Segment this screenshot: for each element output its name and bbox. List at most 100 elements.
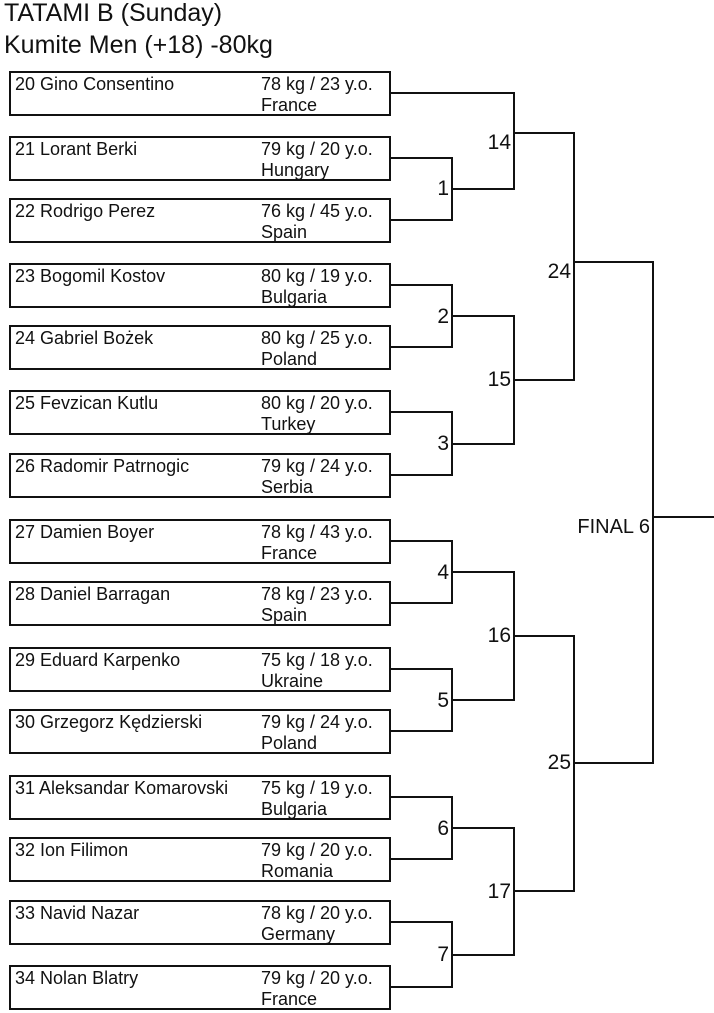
competitor-name: Gabriel Bożek	[40, 328, 154, 348]
page-title: TATAMI B (Sunday)	[4, 0, 223, 27]
competitor-country: Poland	[261, 733, 318, 753]
competitor-seed: 26	[15, 456, 36, 476]
competitor-weight-age: 78 kg / 23 y.o.	[261, 74, 373, 94]
bracket-connector	[513, 890, 575, 892]
bracket-connector	[513, 635, 575, 637]
competitor-weight-age: 79 kg / 20 y.o.	[261, 840, 373, 860]
competitor-name: Damien Boyer	[40, 522, 155, 542]
competitor-name: Nolan Blatry	[40, 968, 139, 988]
competitor-seed: 27	[15, 522, 36, 542]
bracket-connector	[390, 668, 453, 670]
competitor-box-26: 26 Radomir Patrnogic 79 kg / 24 y.o. Ser…	[9, 453, 391, 498]
match-label-14: 14	[487, 131, 511, 154]
competitor-box-32: 32 Ion Filimon 79 kg / 20 y.o. Romania	[9, 837, 391, 882]
bracket-connector	[513, 92, 515, 190]
bracket-connector	[390, 921, 453, 923]
competitor-weight-age: 78 kg / 20 y.o.	[261, 903, 373, 923]
competitor-box-28: 28 Daniel Barragan 78 kg / 23 y.o. Spain	[9, 581, 391, 626]
competitor-name: Rodrigo Perez	[40, 201, 156, 221]
competitor-box-31: 31 Aleksandar Komarovski 75 kg / 19 y.o.…	[9, 775, 391, 820]
bracket-connector	[390, 157, 453, 159]
competitor-name: Gino Consentino	[40, 74, 175, 94]
competitor-box-23: 23 Bogomil Kostov 80 kg / 19 y.o. Bulgar…	[9, 263, 391, 308]
competitor-box-22: 22 Rodrigo Perez 76 kg / 45 y.o. Spain	[9, 198, 391, 243]
competitor-box-24: 24 Gabriel Bożek 80 kg / 25 y.o. Poland	[9, 325, 391, 370]
competitor-country: Bulgaria	[261, 287, 328, 307]
competitor-name: Fevzican Kutlu	[40, 393, 159, 413]
match-label-25: 25	[547, 751, 571, 774]
competitor-seed-name: 21 Lorant Berki	[15, 138, 137, 160]
competitor-weight-age: 79 kg / 24 y.o.	[261, 712, 373, 732]
competitor-seed: 33	[15, 903, 36, 923]
match-label-15: 15	[487, 368, 511, 391]
competitor-weight-age: 80 kg / 19 y.o.	[261, 266, 373, 286]
competitor-seed: 28	[15, 584, 36, 604]
bracket-connector	[451, 827, 515, 829]
bracket-connector	[573, 261, 654, 263]
bracket-connector	[390, 796, 453, 798]
competitor-country: Turkey	[261, 414, 316, 434]
competitor-name: Ion Filimon	[40, 840, 129, 860]
competitor-name: Navid Nazar	[40, 903, 140, 923]
competitor-seed: 21	[15, 139, 36, 159]
competitor-country: Bulgaria	[261, 799, 328, 819]
competitor-name: Radomir Patrnogic	[40, 456, 190, 476]
competitor-seed-name: 20 Gino Consentino	[15, 73, 174, 95]
competitor-name: Grzegorz Kędzierski	[40, 712, 203, 732]
competitor-seed: 22	[15, 201, 36, 221]
competitor-seed-name: 28 Daniel Barragan	[15, 583, 170, 605]
competitor-name: Bogomil Kostov	[40, 266, 166, 286]
bracket-connector	[390, 284, 453, 286]
final-label: FINAL 6	[577, 516, 650, 538]
competitor-country: Ukraine	[261, 671, 324, 691]
competitor-seed-name: 33 Navid Nazar	[15, 902, 139, 924]
competitor-seed: 24	[15, 328, 36, 348]
competitor-name: Daniel Barragan	[40, 584, 171, 604]
competitor-seed-name: 29 Eduard Karpenko	[15, 649, 180, 671]
competitor-seed-name: 34 Nolan Blatry	[15, 967, 138, 989]
bracket-connector	[390, 474, 453, 476]
bracket-connector	[390, 858, 453, 860]
competitor-seed: 20	[15, 74, 36, 94]
match-label-17: 17	[487, 880, 511, 903]
competitor-seed-name: 24 Gabriel Bożek	[15, 327, 153, 349]
competitor-seed-name: 23 Bogomil Kostov	[15, 265, 165, 287]
competitor-box-21: 21 Lorant Berki 79 kg / 20 y.o. Hungary	[9, 136, 391, 181]
match-label-1: 1	[437, 177, 449, 200]
competitor-weight-age: 79 kg / 20 y.o.	[261, 139, 373, 159]
competitor-weight-age: 75 kg / 19 y.o.	[261, 778, 373, 798]
competitor-weight-age: 76 kg / 45 y.o.	[261, 201, 373, 221]
competitor-weight-age: 78 kg / 23 y.o.	[261, 584, 373, 604]
bracket-connector	[390, 346, 453, 348]
competitor-seed: 29	[15, 650, 36, 670]
competitor-name: Eduard Karpenko	[40, 650, 181, 670]
bracket-connector	[451, 443, 515, 445]
competitor-seed: 34	[15, 968, 36, 988]
competitor-seed-name: 31 Aleksandar Komarovski	[15, 777, 228, 799]
competitor-seed-name: 22 Rodrigo Perez	[15, 200, 155, 222]
bracket-connector	[652, 261, 654, 764]
competitor-seed-name: 30 Grzegorz Kędzierski	[15, 711, 202, 733]
competitor-seed: 31	[15, 778, 36, 798]
competitor-seed-name: 27 Damien Boyer	[15, 521, 154, 543]
competitor-country: Romania	[261, 861, 334, 881]
competitor-country: France	[261, 543, 318, 563]
bracket-connector	[390, 730, 453, 732]
match-label-2: 2	[437, 305, 449, 328]
competitor-weight-age: 80 kg / 20 y.o.	[261, 393, 373, 413]
competitor-name: Aleksandar Komarovski	[39, 778, 229, 798]
competitor-box-25: 25 Fevzican Kutlu 80 kg / 20 y.o. Turkey	[9, 390, 391, 435]
match-label-4: 4	[437, 561, 449, 584]
bracket-connector	[451, 699, 515, 701]
competitor-weight-age: 78 kg / 43 y.o.	[261, 522, 373, 542]
competitor-seed: 25	[15, 393, 36, 413]
competitor-country: France	[261, 989, 318, 1009]
match-label-3: 3	[437, 432, 449, 455]
bracket-connector	[451, 571, 515, 573]
competitor-name: Lorant Berki	[40, 139, 138, 159]
bracket-connector	[390, 602, 453, 604]
competitor-box-34: 34 Nolan Blatry 79 kg / 20 y.o. France	[9, 965, 391, 1010]
competitor-country: France	[261, 95, 318, 115]
competitor-box-29: 29 Eduard Karpenko 75 kg / 18 y.o. Ukrai…	[9, 647, 391, 692]
